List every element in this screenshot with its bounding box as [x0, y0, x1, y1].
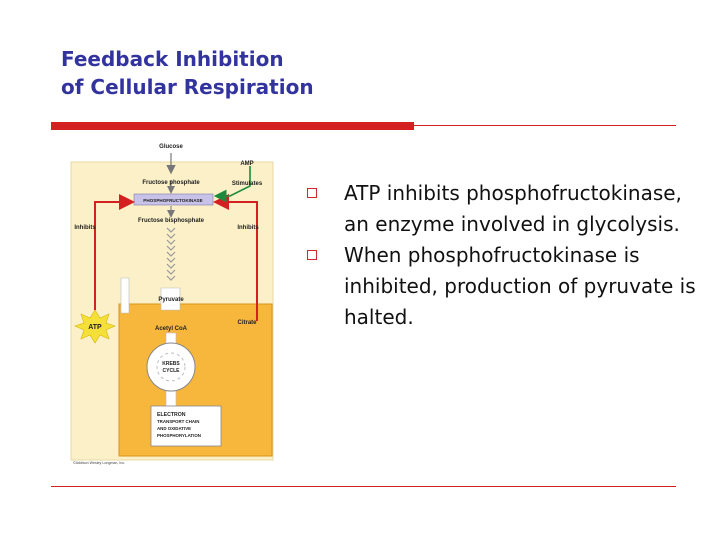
- label-citrate: Citrate: [237, 320, 257, 326]
- label-atp: ATP: [88, 324, 102, 331]
- citrate-inhibits-arrow: [213, 194, 258, 321]
- slide-title-line-2: of Cellular Respiration: [61, 75, 314, 99]
- krebs-cycle-inner: [156, 352, 186, 382]
- label-inhibits-left: Inhibits: [74, 225, 96, 231]
- electron-conduit: [165, 389, 177, 407]
- bullet-square-icon: [307, 188, 317, 198]
- label-fructose-phosphate: Fructose phosphate: [142, 180, 200, 186]
- label-electron: ELECTRON: [157, 412, 186, 418]
- label-and-oxidative: AND OXIDATIVE: [157, 426, 191, 431]
- label-acetyl-coa: Acetyl CoA: [155, 326, 188, 332]
- label-inhibits-right: Inhibits: [237, 225, 259, 231]
- label-pyruvate: Pyruvate: [158, 297, 184, 303]
- amp-stimulates-arrow: [213, 166, 251, 203]
- label-phosphorylation: PHOSPHORYLATION: [157, 433, 201, 438]
- bullet-item: ATP inhibits phosphofructokinase, an enz…: [307, 178, 702, 240]
- bottom-divider: [51, 486, 676, 487]
- slide-title: Feedback Inhibition of Cellular Respirat…: [61, 45, 314, 101]
- pyruvate-conduit: [160, 287, 181, 311]
- atp-burst: [74, 309, 116, 344]
- glycolysis-chevrons: [166, 227, 176, 281]
- krebs-cycle-ring: [146, 342, 196, 392]
- atp-inhibits-arrow: [94, 194, 135, 310]
- bullet-text: ATP inhibits phosphofructokinase, an enz…: [344, 181, 682, 236]
- bullet-list: ATP inhibits phosphofructokinase, an enz…: [307, 178, 702, 333]
- label-transport-chain: TRANSPORT CHAIN: [157, 419, 199, 424]
- label-phosphofructokinase: PHOSPHOFRUCTOKINASE: [143, 198, 202, 203]
- bullet-item: When phosphofructokinase is inhibited, p…: [307, 240, 702, 333]
- bullet-text: When phosphofructokinase is inhibited, p…: [344, 243, 696, 329]
- respiration-diagram: Glucose AMP Stimulates Fructose phosphat…: [65, 138, 276, 466]
- label-fructose-bisphosphate: Fructose bisphosphate: [138, 218, 205, 224]
- label-stimulates: Stimulates: [232, 181, 263, 187]
- bullet-square-icon: [307, 250, 317, 260]
- slide-title-line-1: Feedback Inhibition: [61, 47, 284, 71]
- label-krebs: KREBS: [162, 361, 180, 367]
- label-glucose: Glucose: [159, 144, 183, 150]
- left-conduit: [120, 277, 130, 314]
- label-cycle: CYCLE: [163, 368, 181, 374]
- label-amp: AMP: [240, 161, 253, 167]
- electron-transport-box: [150, 405, 222, 447]
- label-copyright: ©Addison Wesley Longman, Inc.: [73, 461, 125, 465]
- top-divider-accent: [51, 122, 414, 130]
